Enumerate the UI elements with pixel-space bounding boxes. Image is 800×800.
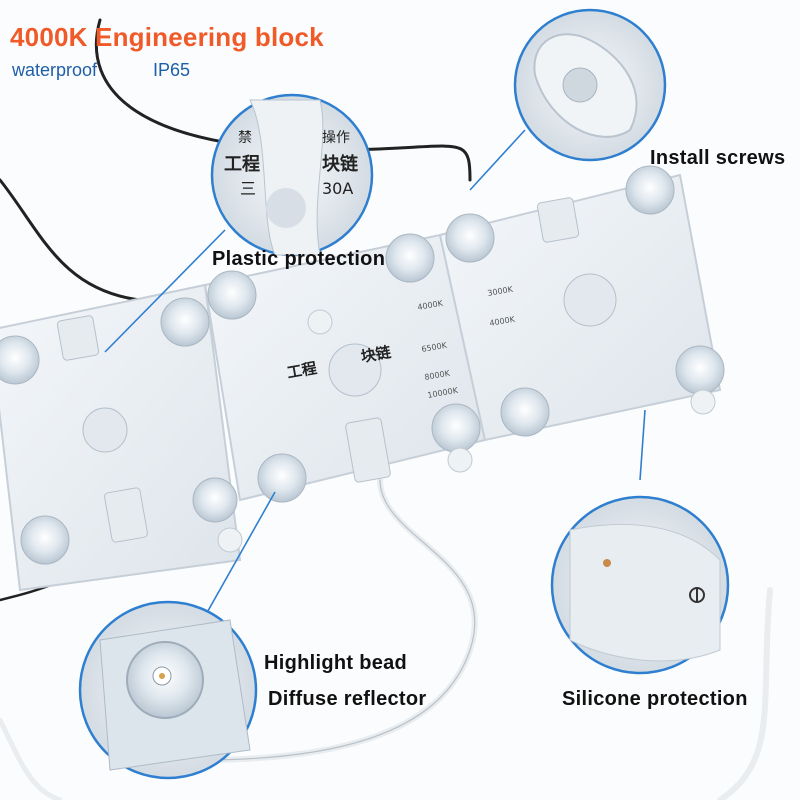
zoom-highlight-bead xyxy=(78,600,258,780)
product-title: 4000K Engineering block xyxy=(10,22,324,52)
zoom-silicone-protection xyxy=(550,495,730,675)
zoom-print-warning: 禁 xyxy=(238,130,252,146)
ip-rating-label: IP65 xyxy=(153,60,191,80)
module-print-line: 块链 xyxy=(360,343,394,366)
module-left xyxy=(0,283,242,592)
zoom-print-line: 三 xyxy=(240,179,256,198)
module-center: 工程 块链 4000K 6500K 8000K 10000K xyxy=(203,233,487,503)
callout-install-screws: Install screws xyxy=(650,147,786,169)
zoom-install-screws xyxy=(513,8,667,162)
module-right: 3000K 4000K xyxy=(438,165,725,442)
zoom-print-operate: 操作 xyxy=(322,130,350,146)
callout-diffuse-reflector: Diffuse reflector xyxy=(268,688,427,710)
callout-lines xyxy=(104,129,646,626)
connector-clips xyxy=(56,197,580,543)
callout-silicone-protection: Silicone protection xyxy=(562,688,748,710)
zoom-print-line: 块链 xyxy=(322,153,359,175)
mounting-tabs xyxy=(217,309,716,553)
callout-plastic-protection: Plastic protection xyxy=(212,248,386,270)
module-print-line: 工程 xyxy=(286,359,319,382)
zoom-print-line: 30A xyxy=(322,179,353,198)
zoom-print-line: 工程 xyxy=(224,154,260,175)
callout-highlight-bead: Highlight bead xyxy=(264,652,408,674)
waterproof-label: waterproof xyxy=(12,60,98,80)
zoom-plastic-protection: 禁 操作 工程 块链 三 30A xyxy=(210,93,374,257)
